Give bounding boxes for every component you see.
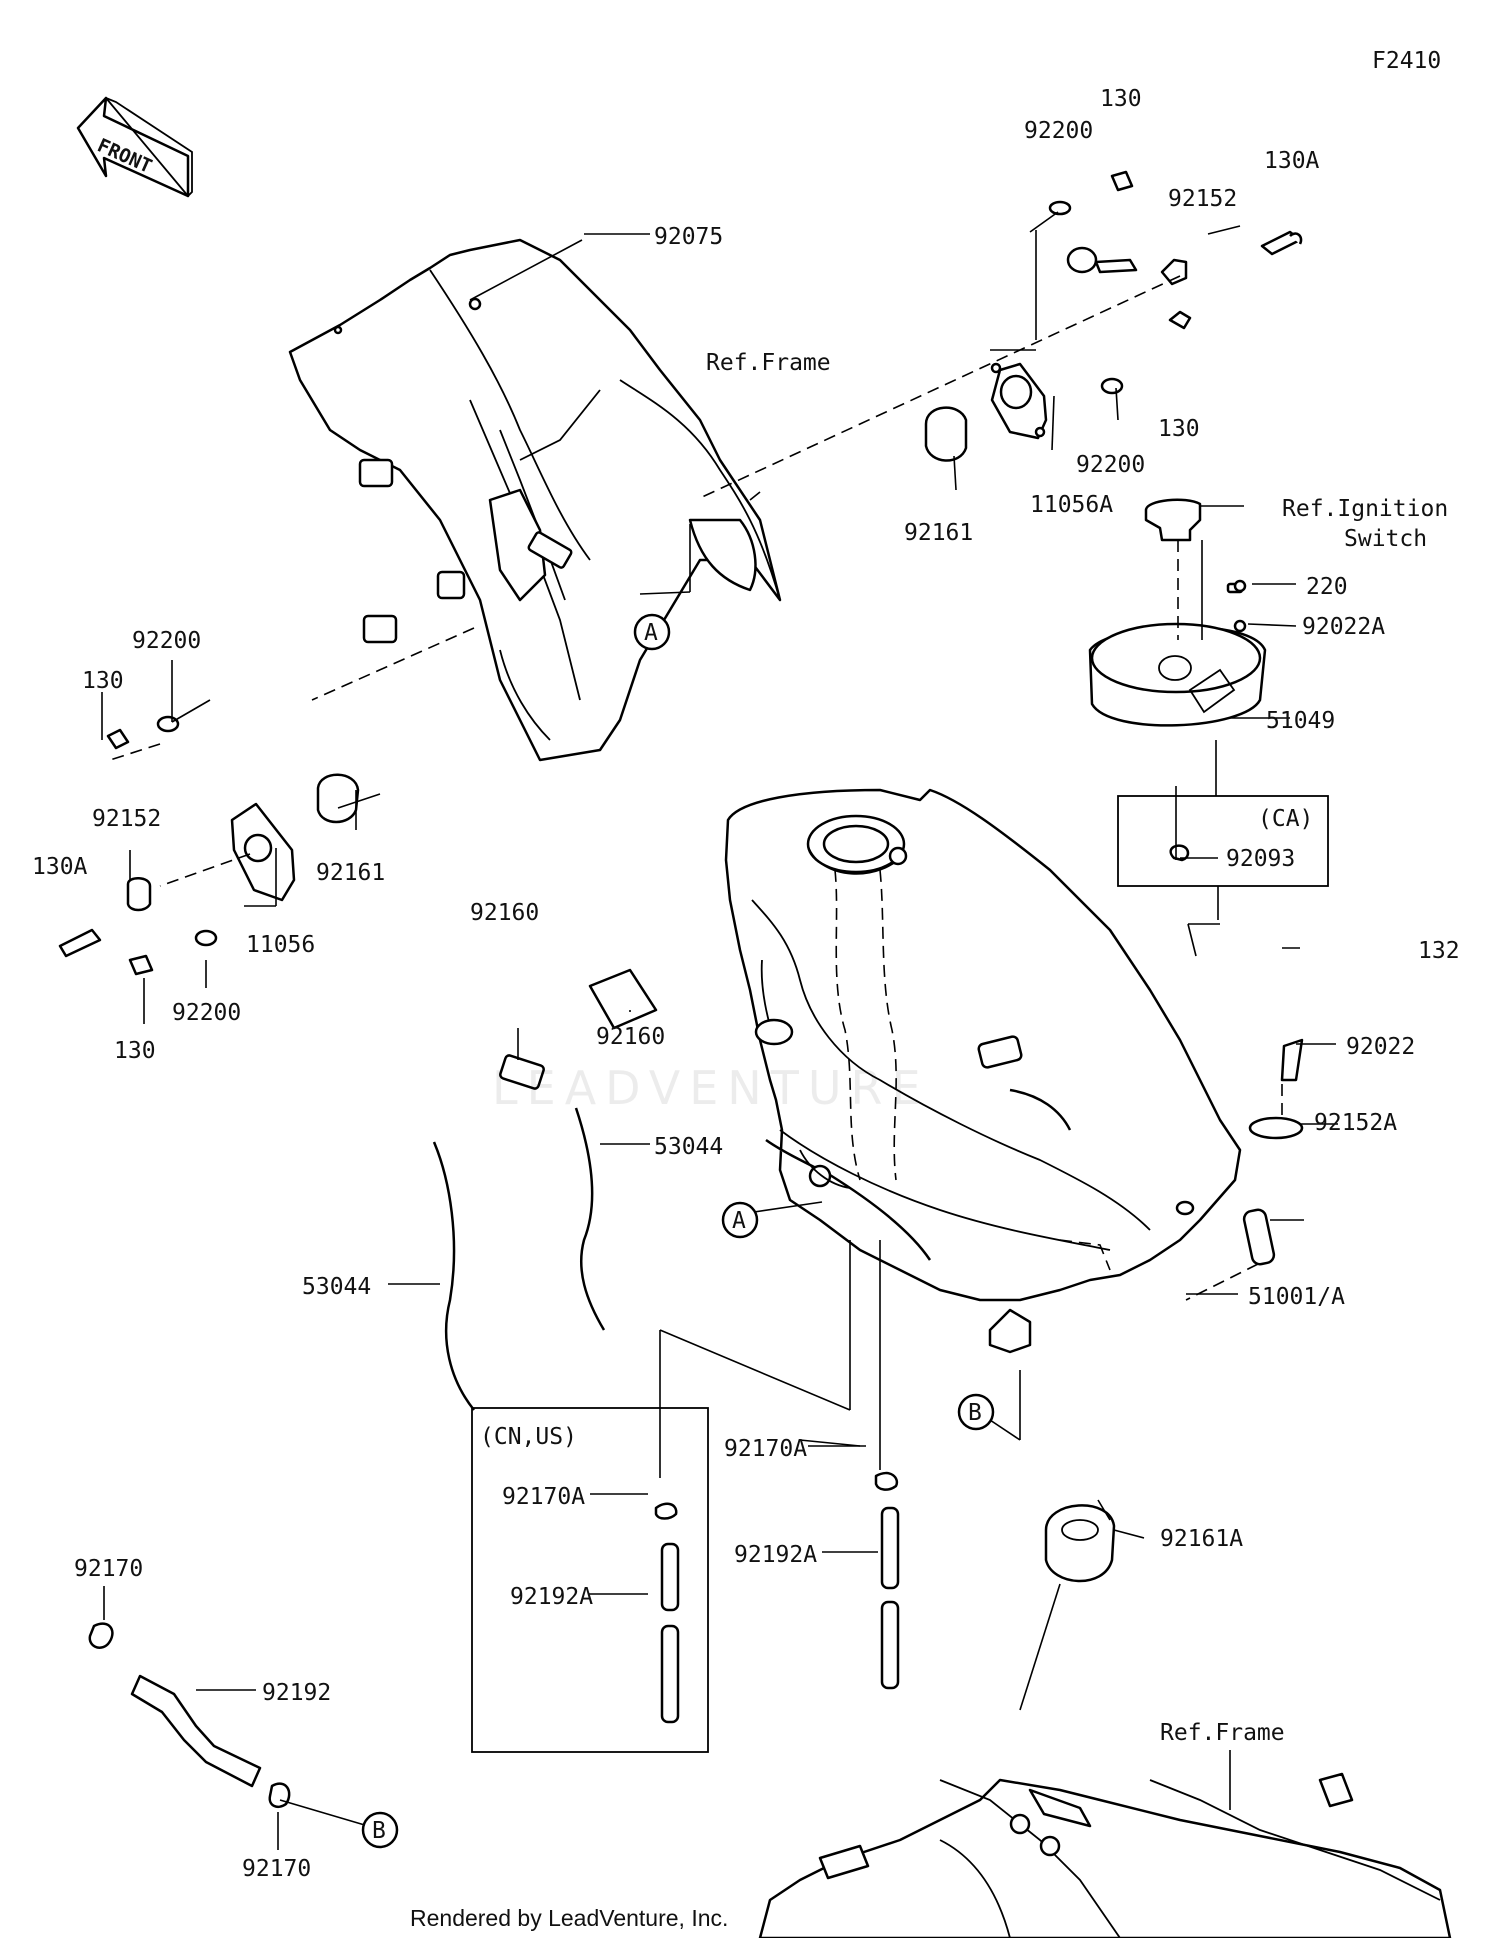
part-label: 92170 — [242, 1856, 311, 1882]
part-label: Switch — [1344, 526, 1427, 552]
damper-rubber-2 — [588, 968, 658, 1030]
part-label: 130 — [114, 1038, 156, 1064]
ca-variant-box — [1117, 795, 1329, 887]
part-label: 92192 — [262, 1680, 331, 1706]
part-label: 92200 — [1024, 118, 1093, 144]
diagram-code: F2410 — [1372, 48, 1441, 74]
callout-b-tank: B — [957, 1393, 995, 1431]
part-label: 130A — [32, 854, 88, 880]
part-label: 92161A — [1160, 1526, 1243, 1552]
part-label: 92160 — [470, 900, 539, 926]
part-label: 92200 — [172, 1000, 241, 1026]
callout-b-hose: B — [361, 1811, 399, 1849]
part-label: 130 — [82, 668, 124, 694]
front-arrow-icon: FRONT — [76, 96, 193, 198]
part-label: 92200 — [1076, 452, 1145, 478]
part-label: 92152A — [1314, 1110, 1397, 1136]
part-label: 220 — [1306, 574, 1348, 600]
frame-head-assembly — [288, 238, 782, 762]
svg-text:B: B — [968, 1400, 982, 1426]
part-label: 92192A — [510, 1584, 593, 1610]
hose-53044-a — [432, 1141, 475, 1411]
cnus-variant-box — [471, 1407, 709, 1753]
part-label: 92160 — [596, 1024, 665, 1050]
cnus-hose-set — [654, 1471, 900, 1724]
frame-lower-assembly — [758, 1772, 1452, 1938]
bolt-132 — [1280, 1038, 1304, 1082]
cnus-variant-label: (CN,US) — [480, 1424, 577, 1450]
credit-line: Rendered by LeadVenture, Inc. — [410, 1905, 728, 1931]
part-label: Ref.Frame — [1160, 1720, 1285, 1746]
part-label: 92200 — [132, 628, 201, 654]
leader-lines — [101, 211, 1338, 1850]
part-label: 92161 — [316, 860, 385, 886]
part-label: 92152 — [1168, 186, 1237, 212]
hose-53044-b — [574, 1107, 606, 1331]
rubber-mount-92161a — [1044, 1504, 1116, 1583]
part-label: 132 — [1418, 938, 1460, 964]
svg-text:B: B — [372, 1818, 386, 1844]
bracket-right — [924, 170, 1303, 593]
part-label: 92170 — [74, 1556, 143, 1582]
ca-variant-label: (CA) — [1258, 806, 1313, 832]
part-label: 92022A — [1302, 614, 1385, 640]
part-label: 130A — [1264, 148, 1320, 174]
part-label: 92192A — [734, 1542, 817, 1568]
hose-92192 — [130, 1674, 262, 1788]
watermark: LEADVENTURE — [492, 1061, 930, 1115]
part-label: 11056 — [246, 932, 315, 958]
bracket-left — [58, 715, 360, 976]
part-label: 130 — [1100, 86, 1142, 112]
fuel-cap-assembly — [1088, 498, 1267, 862]
part-label: 92170A — [724, 1436, 807, 1462]
part-label: 92161 — [904, 520, 973, 546]
part-label: 53044 — [654, 1134, 723, 1160]
fuel-tank — [724, 788, 1242, 1354]
part-label: Ref.Ignition — [1282, 496, 1448, 522]
clamp-92170-b — [268, 1782, 291, 1808]
part-label: 92093 — [1226, 846, 1295, 872]
svg-text:A: A — [644, 620, 658, 646]
part-label: 92075 — [654, 224, 723, 250]
part-label: 92152 — [92, 806, 161, 832]
part-label: 51049 — [1266, 708, 1335, 734]
callout-a-lower: A — [721, 1201, 759, 1239]
washer-92022 — [1248, 1116, 1304, 1140]
part-label: 11056A — [1030, 492, 1113, 518]
part-label: 130 — [1158, 416, 1200, 442]
part-label: 51001/A — [1248, 1284, 1345, 1310]
assembly-guides — [109, 275, 1283, 1301]
part-label: 92170A — [502, 1484, 585, 1510]
callout-a-upper: A — [633, 613, 671, 651]
part-label: 53044 — [302, 1274, 371, 1300]
part-label: Ref.Frame — [706, 350, 831, 376]
part-label: 92022 — [1346, 1034, 1415, 1060]
svg-text:A: A — [732, 1208, 746, 1234]
collar-92152a — [1242, 1208, 1276, 1266]
damper-rubber-1 — [499, 1054, 545, 1090]
clamp-92170-a — [88, 1622, 114, 1649]
